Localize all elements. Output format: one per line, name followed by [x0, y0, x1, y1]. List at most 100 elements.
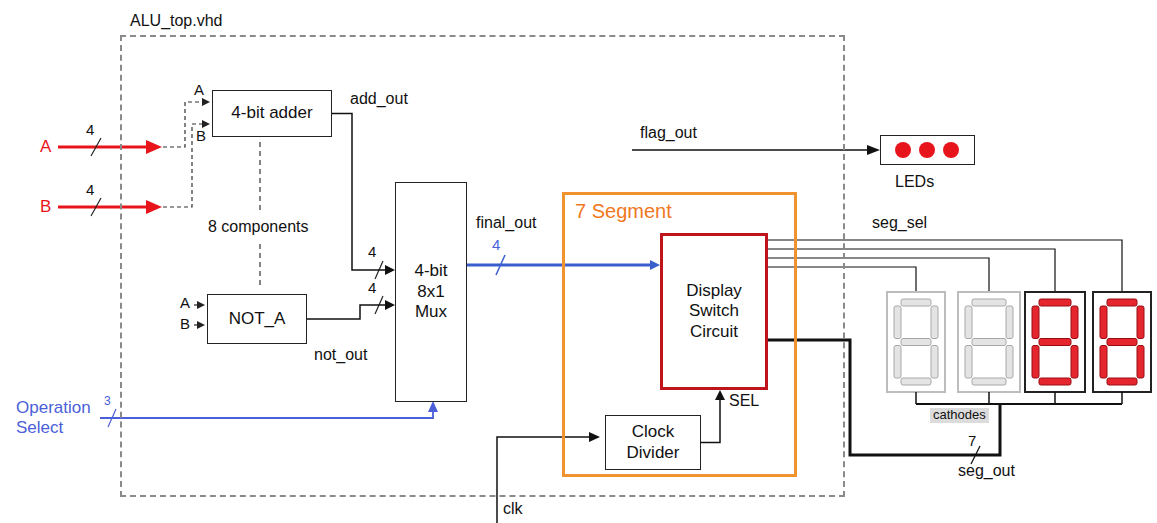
led-dot — [919, 142, 935, 158]
seg-sel-wire — [763, 240, 1122, 292]
pin-name: A — [194, 81, 204, 98]
arrow-head — [385, 300, 395, 310]
note-text: 8 components — [208, 218, 309, 236]
clock-wire — [497, 437, 590, 523]
arrow-head — [867, 145, 880, 155]
arrow-head — [197, 321, 205, 329]
signal-name: seg_out — [958, 462, 1015, 480]
connector — [332, 114, 387, 271]
arrow-head — [202, 120, 210, 128]
bus-width: 4 — [86, 121, 94, 138]
signal-name: clk — [503, 500, 523, 518]
display-segment — [1039, 299, 1071, 306]
bus-slash — [91, 138, 101, 156]
arrow-head — [197, 301, 205, 309]
seg-sel-wire — [763, 267, 916, 292]
arrow-head — [146, 140, 162, 154]
not-box: NOT_A — [207, 294, 307, 344]
display-frame — [887, 292, 945, 392]
bus-width: 4 — [492, 236, 500, 253]
node-label: Display Switch Circuit — [671, 281, 757, 342]
edge-label: add_out — [348, 90, 410, 108]
display-segment — [894, 306, 901, 339]
display-segment — [972, 299, 1006, 306]
arrow-head — [715, 390, 725, 400]
display-segment — [931, 346, 938, 379]
display-segment — [1107, 378, 1137, 385]
input-bus-b — [58, 206, 148, 209]
display-segment — [894, 346, 901, 379]
signal-name: flag_out — [640, 124, 697, 142]
arrow-head — [428, 401, 438, 412]
display-segment — [1006, 306, 1013, 339]
signal-name: Operation Select — [16, 398, 112, 437]
dashed-separator — [259, 142, 260, 210]
arrow-head — [589, 432, 600, 442]
display-segment — [972, 378, 1006, 385]
node-label: 7 Segment — [575, 199, 672, 223]
signal-name: A — [40, 137, 51, 157]
edge-label: not_out — [312, 346, 369, 364]
led-dot — [895, 142, 911, 158]
display-segment — [1032, 306, 1039, 339]
display-segment — [1039, 339, 1071, 346]
display-segment — [972, 339, 1006, 346]
clock-divider-box: Clock Divider — [605, 415, 701, 470]
node-label: 4-bit adder — [231, 103, 312, 123]
led-dot — [943, 142, 959, 158]
display-segment — [965, 346, 972, 379]
seg-sel-wire — [763, 249, 1055, 292]
display-segment — [1071, 306, 1078, 339]
arrow-head — [650, 260, 660, 270]
display-frame — [958, 292, 1020, 392]
node-label: Clock Divider — [612, 422, 694, 463]
edge-label: final_out — [474, 214, 539, 232]
display-segment — [1006, 346, 1013, 379]
display-frame — [1025, 292, 1085, 392]
bus-width: 7 — [968, 432, 976, 449]
select-wire — [100, 410, 433, 418]
led-box: LEDs — [880, 135, 975, 165]
display-segment — [931, 306, 938, 339]
mux-box: 4-bit 8x1 Mux — [395, 182, 467, 402]
adder-box: 4-bit adder — [212, 90, 332, 137]
pin-name: cathodes — [930, 408, 989, 423]
bus-width: 3 — [104, 395, 111, 409]
input-bus-a — [58, 146, 148, 149]
display-segment — [965, 306, 972, 339]
display-frame — [1093, 292, 1151, 392]
arrow-head — [146, 200, 162, 214]
connector — [467, 264, 652, 267]
bus-width: 4 — [86, 181, 94, 198]
seven-segment-displays — [887, 292, 1151, 404]
connector — [701, 398, 720, 443]
display-segment — [901, 378, 931, 385]
cathode-stub — [915, 392, 917, 404]
arrow-head — [202, 98, 210, 106]
bus-width: 4 — [368, 279, 376, 296]
display-segment — [1039, 378, 1071, 385]
display-segment — [1100, 346, 1107, 379]
display-segment — [1107, 299, 1137, 306]
display-segment — [901, 339, 931, 346]
display-segment — [1137, 346, 1144, 379]
cathode-stub — [1121, 392, 1123, 404]
signal-name: B — [40, 197, 51, 217]
bus-slash — [108, 409, 116, 427]
edge-label: SEL — [727, 392, 761, 410]
flag-wire — [632, 149, 868, 151]
bus-width: 4 — [368, 243, 376, 260]
node-label: LEDs — [895, 172, 934, 191]
node-label: 4-bit 8x1 Mux — [404, 261, 458, 322]
display-segment — [1071, 346, 1078, 379]
display-segment — [1100, 306, 1107, 339]
arrow-head — [385, 265, 395, 275]
dashed-separator — [259, 244, 260, 286]
seven-segment-block: 7 SegmentDisplay Switch CircuitClock Div… — [562, 192, 797, 477]
cathode-stub — [988, 392, 990, 404]
connector — [307, 305, 387, 319]
cathode-bus — [916, 403, 1122, 405]
